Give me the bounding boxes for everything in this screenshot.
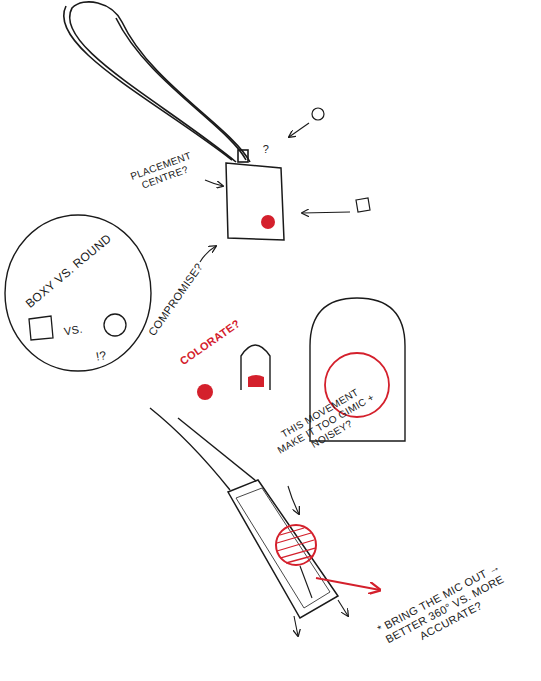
leader-arrow — [289, 123, 309, 137]
leader-arrow — [288, 486, 299, 514]
bubble-note: !? — [95, 348, 108, 364]
bubble-heading: BOXY VS. ROUND — [23, 231, 114, 311]
leader-arrow — [294, 616, 298, 636]
bubble-note: VS. — [63, 323, 84, 339]
leader-arrow — [302, 212, 350, 213]
mic-dot — [261, 215, 275, 229]
leader-arrow — [200, 246, 216, 262]
mic-stem — [300, 566, 312, 598]
sketch-note: PLACEMENT CENTRE? — [124, 148, 202, 196]
sketch-note: COMPROMISE? — [145, 260, 206, 339]
sketch-note: ? — [262, 143, 270, 156]
movement-arrow — [316, 578, 380, 590]
leader-arrow — [338, 600, 348, 616]
lanyard-strap — [64, 2, 250, 162]
boxy-option — [356, 198, 370, 212]
lanyard-strap — [150, 408, 256, 490]
sketch-note: * BRING THE MIC OUT → BETTER 360° VS. MO… — [361, 553, 530, 668]
mic-circle — [276, 525, 316, 565]
mic-hatching — [277, 528, 315, 563]
sketch-note: COLORATE? — [177, 317, 244, 369]
device-inner-line — [236, 488, 330, 608]
device-body — [226, 163, 284, 240]
small-device — [241, 345, 270, 390]
round-option — [312, 108, 324, 120]
idea-bubble: BOXY VS. ROUND VS.!? — [3, 213, 153, 373]
leader-arrow — [205, 180, 223, 186]
red-dot — [197, 384, 213, 400]
device-body — [228, 480, 338, 618]
red-band — [248, 375, 264, 387]
bubble-outline — [3, 213, 153, 373]
